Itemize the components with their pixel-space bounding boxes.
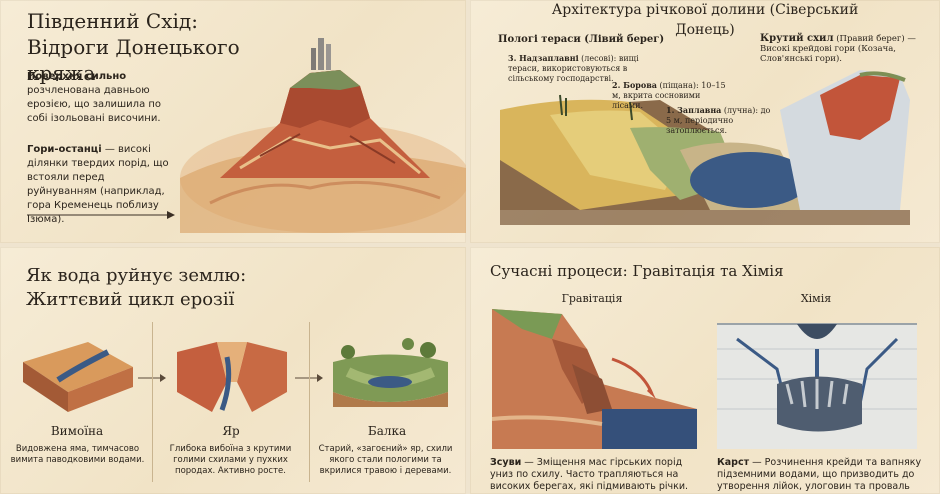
balka-illustration xyxy=(333,338,448,407)
stage-name-ravine: Яр xyxy=(222,424,240,438)
stage-name-rill: Вимоїна xyxy=(50,424,104,438)
stage-desc-rill: Видовжена яма, тимчасово вимита паводков… xyxy=(10,444,145,465)
arrow-right-icon xyxy=(295,374,323,382)
landslide-description: Зсуви — Зміщення мас гірських порід униз… xyxy=(490,457,705,493)
landslide-bold: Зсуви xyxy=(490,457,522,468)
remnant-bold: Гори-останці xyxy=(27,144,102,155)
terrace1-text: (лучна): до 5 м, періодично затоплюється… xyxy=(666,106,771,135)
panel3-title: Як вода руйнує землю: Життєвий цикл ероз… xyxy=(26,265,247,310)
right-bank-text: (Правий берег) — Високі крейдові гори (К… xyxy=(760,34,916,64)
terrace3-text: (лесові): вищі тераси, використовуються … xyxy=(508,54,639,83)
terrace1-label: 1. Заплавна (лучна): до 5 м, періодично … xyxy=(666,105,776,136)
chemistry-heading: Хімія xyxy=(800,292,832,305)
ravine-illustration xyxy=(177,342,287,412)
terrace2-label: 2. Борова (піщана): 10–15 м, вкрита сосн… xyxy=(612,80,732,111)
panel1-title: Південний Схід: Відроги Донецького кряжа xyxy=(27,9,240,85)
pointer-arrow-icon xyxy=(27,211,175,219)
remnant-text: — високі ділянки твердих порід, що встоя… xyxy=(27,144,169,225)
panel-erosion-cycle: Як вода руйнує землю: Життєвий цикл ероз… xyxy=(0,247,466,494)
panel-modern-processes: Сучасні процеси: Гравітація та Хімія Гра… xyxy=(470,247,940,494)
terrace3-label: 3. Надзаплавні (лесові): вищі тераси, ви… xyxy=(508,53,658,84)
erosion-bold: Поверхня сильно xyxy=(27,71,127,82)
arrow-right-icon xyxy=(138,374,166,382)
remnant-mountains-description: Гори-останці — високі ділянки твердих по… xyxy=(27,143,177,227)
panel2-title: Архітектура річкової долини (Сіверський … xyxy=(551,2,859,38)
stage-desc-ravine: Глибока вибоїна з крутими голими схилами… xyxy=(169,444,292,476)
erosion-description: Поверхня сильно розчленована давньою еро… xyxy=(27,70,177,126)
karst-text: — Розчинення крейди та вапняку підземним… xyxy=(717,457,922,492)
karst-description: Карст — Розчинення крейди та вапняку під… xyxy=(717,457,932,493)
erosion-text: розчленована давньою ерозією, що залишил… xyxy=(27,85,162,124)
karst-bold: Карст xyxy=(717,457,750,468)
stage-name-balka: Балка xyxy=(367,424,407,438)
river-valley-illustration xyxy=(500,70,910,225)
panel4-title: Сучасні процеси: Гравітація та Хімія xyxy=(490,262,784,280)
terrace3-bold: 3. Надзаплавні xyxy=(508,53,579,63)
right-bank-bold: Крутий схил xyxy=(760,33,834,44)
left-bank-label: Пологі тераси (Лівий берег) xyxy=(498,34,665,45)
panel-river-valley: Архітектура річкової долини (Сіверський … xyxy=(470,0,940,243)
stage-divider xyxy=(152,322,153,482)
stage-desc-balka: Старий, «загоєний» яр, схили якого стали… xyxy=(318,444,453,476)
terrace2-text: (піщана): 10–15 м, вкрита сосновими ліса… xyxy=(612,81,726,110)
right-bank-label: Крутий схил (Правий берег) — Високі крей… xyxy=(760,33,925,65)
panel-donetsk-ridge: Південний Схід: Відроги Донецького кряжа… xyxy=(0,0,466,243)
landslide-illustration xyxy=(492,309,697,449)
karst-illustration xyxy=(717,323,917,449)
terrace1-bold: 1. Заплавна xyxy=(666,105,722,115)
landslide-text: — Зміщення мас гірських порід униз по сх… xyxy=(490,457,689,492)
terrace2-bold: 2. Борова xyxy=(612,80,657,90)
rill-illustration xyxy=(23,342,133,412)
remnant-mesa-illustration xyxy=(180,38,466,233)
gravity-heading: Гравітація xyxy=(561,292,623,305)
stage-divider xyxy=(309,322,310,482)
